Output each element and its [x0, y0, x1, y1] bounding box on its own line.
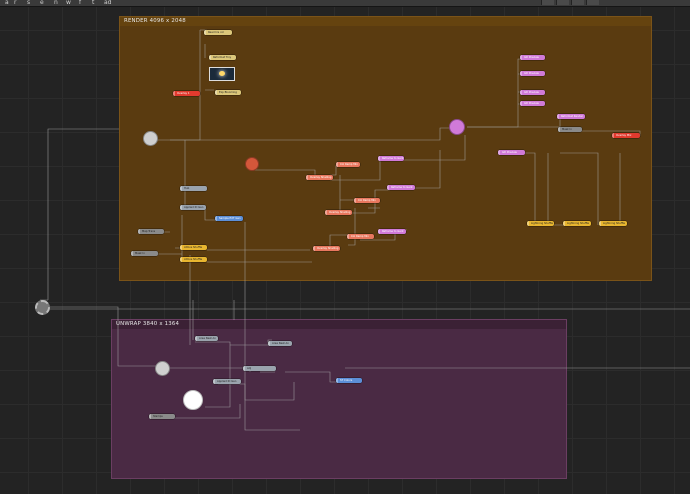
node-salmon-6[interactable]: Col Ramp Mix — [347, 234, 374, 239]
toolbar-icon-a[interactable]: a — [5, 0, 9, 6]
node-pink-mid-3[interactable]: Reframe to Gent — [378, 229, 406, 234]
node-uw-gray-2[interactable]: Area Nest Ax — [268, 341, 292, 346]
node-blue-1[interactable]: Sample EXT Gen — [215, 216, 243, 221]
render-backdrop[interactable]: RENDER 4096 x 2048 — [119, 16, 652, 281]
pink-merge-node[interactable] — [449, 119, 465, 135]
toolbar-button-3[interactable] — [571, 0, 584, 5]
node-top-ylw-1[interactable]: Reformat Tiny — [209, 55, 236, 60]
toolbar-icon-e[interactable]: e — [40, 0, 44, 6]
node-gold-4[interactable]: Lightning Shuffle — [563, 221, 591, 226]
toolbar-icon-t[interactable]: t — [92, 0, 95, 6]
toolbar-button-2[interactable] — [556, 0, 569, 5]
node-top-cyan-1[interactable]: Read Iris col — [204, 30, 232, 35]
node-pink-3[interactable]: GD Preview — [520, 90, 545, 95]
render-merge-node[interactable] — [143, 131, 158, 146]
node-salmon-1[interactable]: Overlay Shading — [306, 175, 333, 180]
node-uw-gray-1[interactable]: Area Nest Ax — [195, 336, 218, 341]
red-merge-node[interactable] — [245, 157, 259, 171]
node-gold-5[interactable]: Lightning Shuffle — [599, 221, 627, 226]
toolbar-button-1[interactable] — [541, 0, 554, 5]
image-thumbnail[interactable] — [209, 67, 235, 81]
node-uw-gray-4[interactable]: Applied ID Gen — [213, 379, 241, 384]
node-salmon-4[interactable]: Col Ramp Mix — [354, 198, 380, 203]
node-gold-3[interactable]: Lightning Shuffle — [527, 221, 554, 226]
node-dark-1[interactable]: Mask In — [558, 127, 582, 132]
unwrap-merge-node[interactable] — [155, 361, 170, 376]
toolbar-icon-ad[interactable]: ad — [104, 0, 112, 6]
node-red-right[interactable]: Overlay Mix — [612, 133, 640, 138]
node-pink-6[interactable]: GD Preview — [498, 150, 525, 155]
toolbar-icon-s[interactable]: s — [27, 0, 31, 6]
node-pink-4[interactable]: GD Preview — [520, 101, 545, 106]
node-red-left[interactable]: Overlay 1 — [173, 91, 200, 96]
settings-gear-icon[interactable] — [35, 300, 50, 315]
node-pink-mid-1[interactable]: Reframe to Gent — [378, 156, 404, 161]
node-salmon-2[interactable]: Col Ramp Mix — [336, 162, 360, 167]
node-top-ylw-2[interactable]: Exp Blooming — [215, 90, 241, 95]
node-salmon-5[interactable]: Overlay Shading — [313, 246, 340, 251]
node-salmon-3[interactable]: Overlay Shading — [325, 210, 352, 215]
node-gray-2[interactable]: Applied ID Gen — [180, 205, 206, 210]
unwrap-backdrop-title: UNWRAP 3840 x 1364 — [112, 320, 566, 329]
node-uw-gray-3[interactable]: Adj — [243, 366, 276, 371]
render-backdrop-title: RENDER 4096 x 2048 — [120, 17, 651, 26]
toolbar-icon-n[interactable]: n — [54, 0, 58, 6]
toolbar-icon-w[interactable]: w — [66, 0, 71, 6]
node-uw-blue-1[interactable]: ST Colors — [336, 378, 362, 383]
toolbar-icon-f[interactable]: f — [79, 0, 82, 6]
node-pink-mid-2[interactable]: Reframe to Gent — [387, 185, 415, 190]
toolbar-icon-r[interactable]: r — [14, 0, 17, 6]
node-gold-2[interactable]: Atmos Shuffle — [180, 257, 207, 262]
toolbar: a r s e n w f t ad — [0, 0, 690, 7]
node-dark-3[interactable]: Mask In — [131, 251, 158, 256]
white-light-node[interactable] — [183, 390, 203, 410]
toolbar-button-4[interactable] — [586, 0, 599, 5]
node-pink-2[interactable]: GD Preview — [520, 71, 545, 76]
node-uw-dark-1[interactable]: Stamps — [149, 414, 175, 419]
node-gold-1[interactable]: Atmos Shuffle — [180, 245, 207, 250]
node-dark-2[interactable]: Map Trans — [138, 229, 164, 234]
node-pink-1[interactable]: GD Preview — [520, 55, 545, 60]
node-gray-1[interactable]: Hub — [180, 186, 207, 191]
node-pink-5[interactable]: Reformat Render — [557, 114, 585, 119]
